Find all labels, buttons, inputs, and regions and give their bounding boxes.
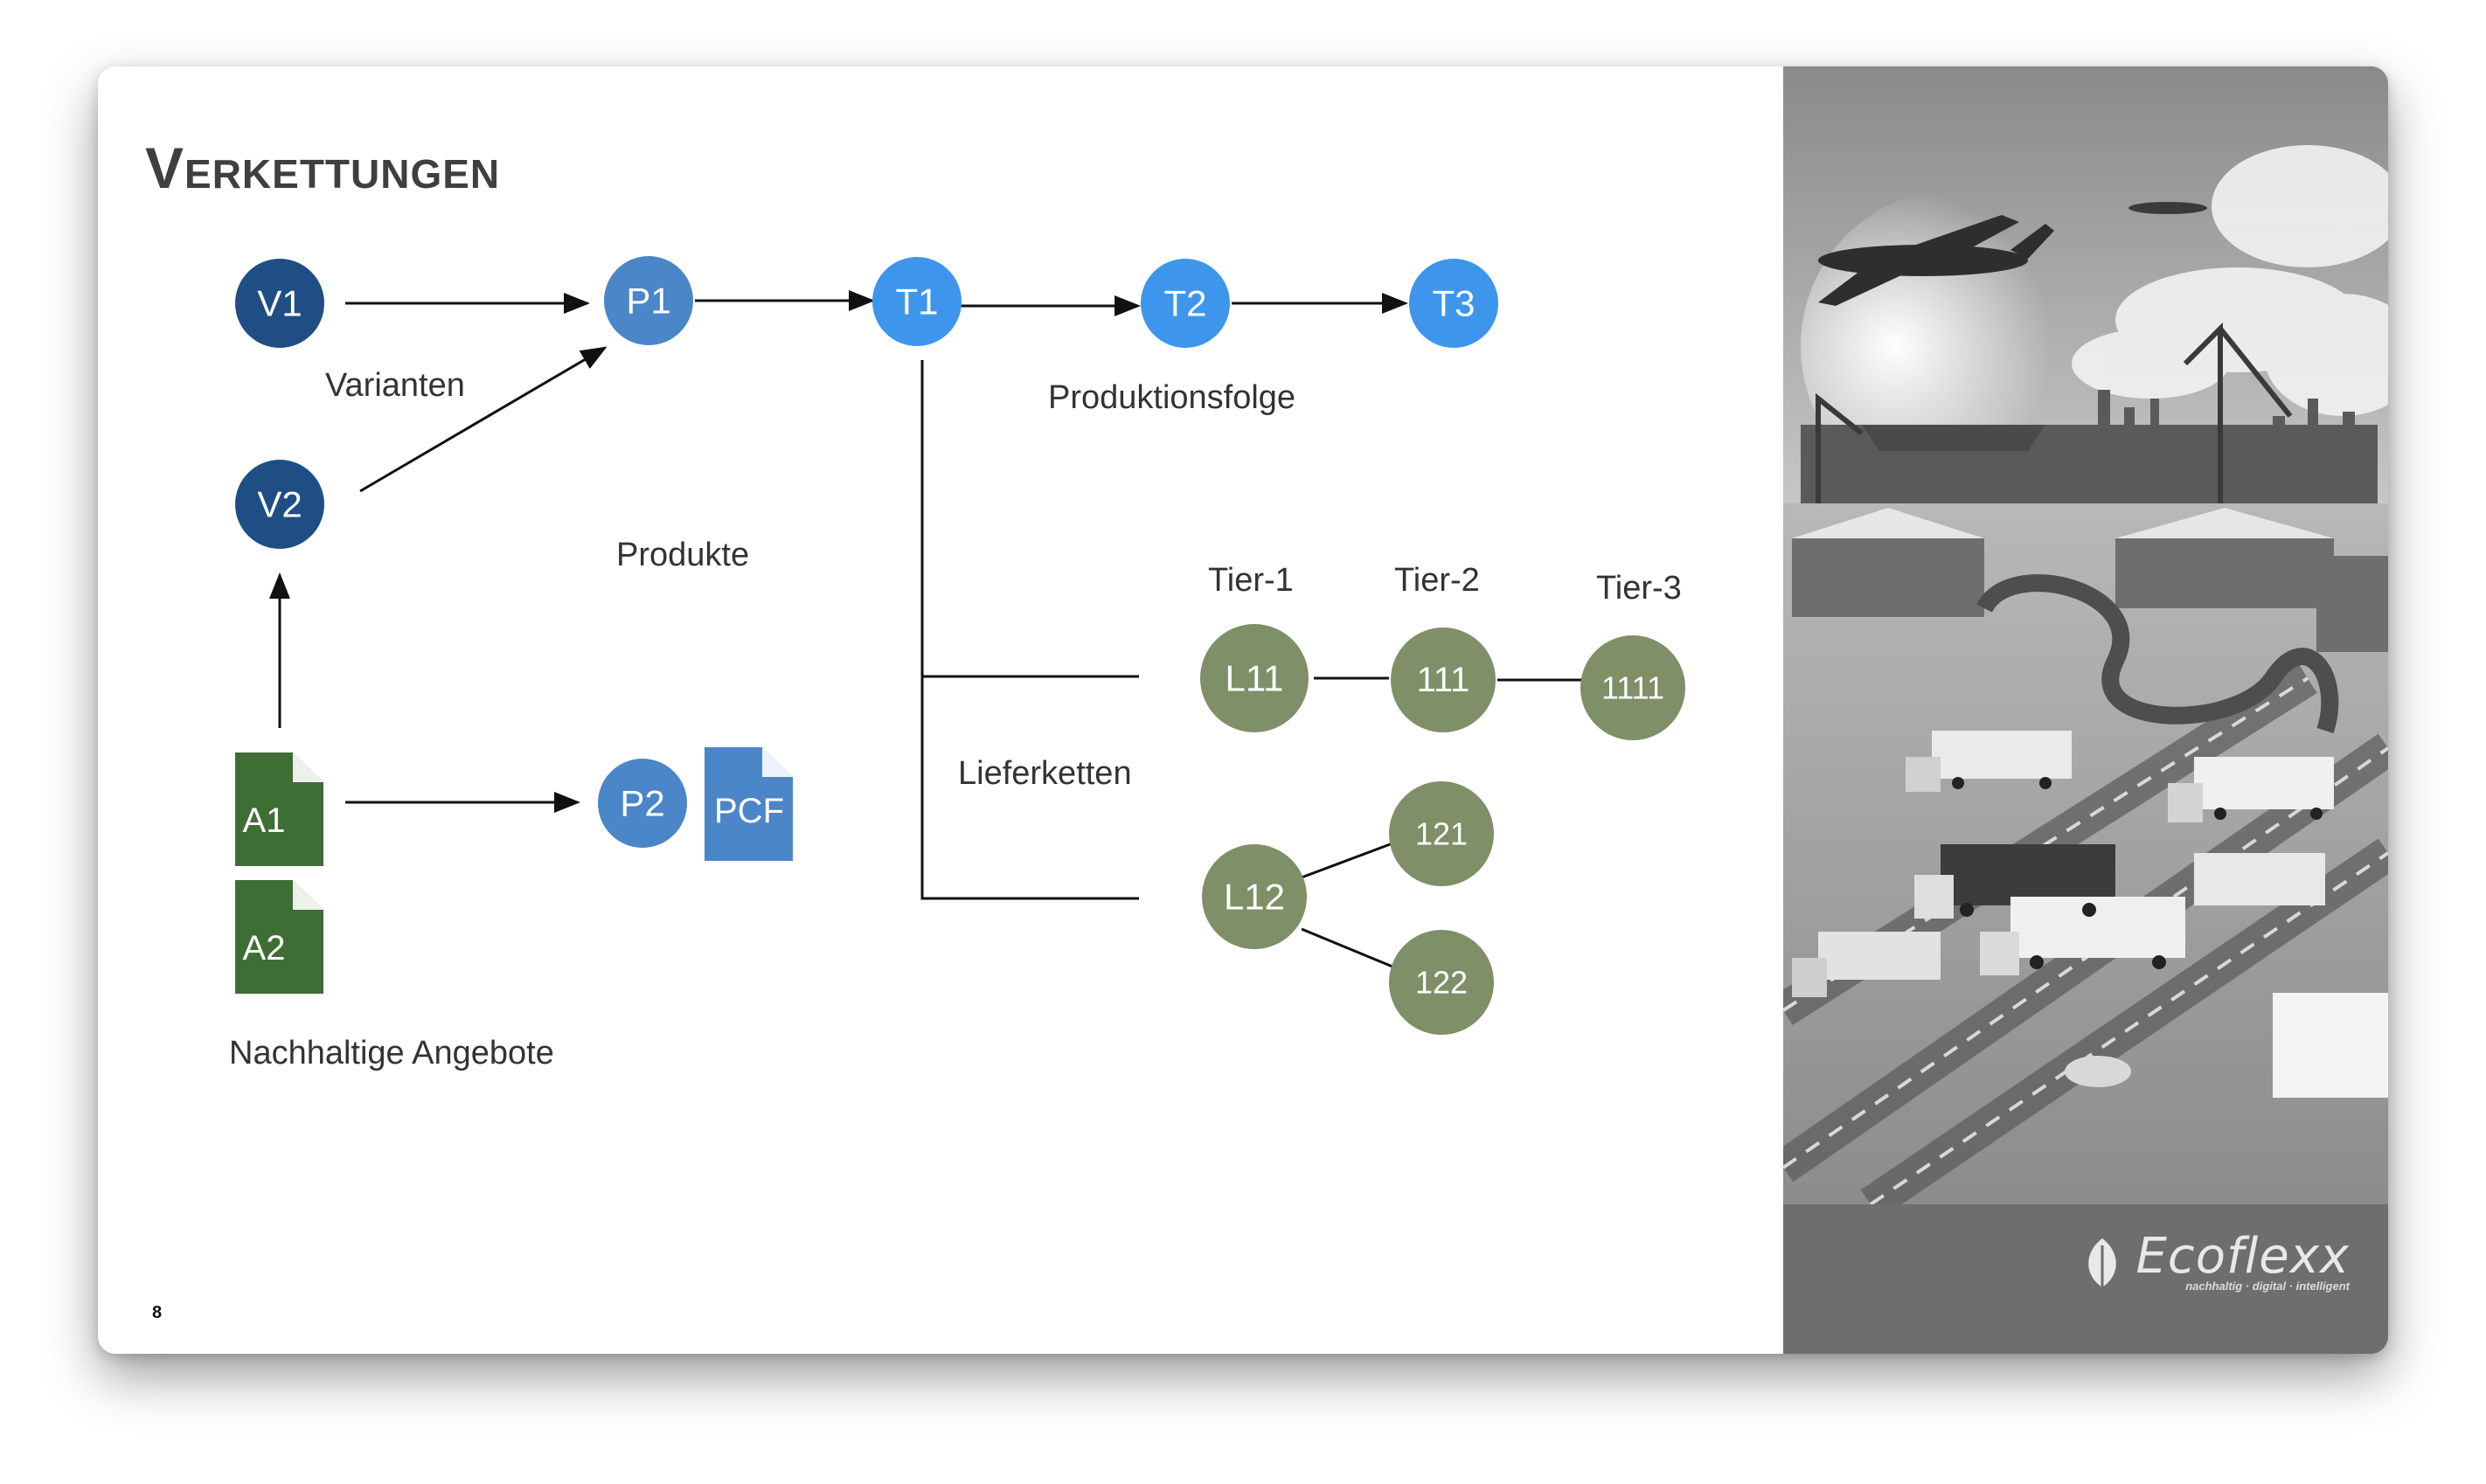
node-t3[interactable]: T3 — [1409, 259, 1498, 348]
chaining-diagram: V1 V2 P1 P2 T1 T2 T3 — [229, 256, 1685, 1071]
brand-tagline: nachhaltig · digital · intelligent — [2185, 1279, 2350, 1293]
arrow-connectors — [269, 290, 1408, 813]
document-a2-label: A2 — [243, 929, 286, 967]
logistics-scene-image — [1783, 66, 2388, 1354]
document-a2-icon[interactable]: A2 — [235, 880, 323, 994]
logistics-illustration: Ecoflexx nachhaltig · digital · intellig… — [1783, 66, 2388, 1354]
document-a1-icon[interactable]: A1 — [235, 752, 323, 866]
node-v1[interactable]: V1 — [235, 259, 324, 348]
brand-logo: Ecoflexx nachhaltig · digital · intellig… — [2087, 1228, 2350, 1298]
node-t3-label: T3 — [1432, 283, 1475, 324]
node-v2[interactable]: V2 — [235, 460, 324, 549]
node-122[interactable]: 122 — [1389, 930, 1494, 1035]
label-produkte: Produkte — [616, 537, 749, 573]
brand-name: Ecoflexx — [2135, 1228, 2350, 1285]
node-p1[interactable]: P1 — [604, 256, 693, 345]
slide: Verkettungen V1 — [98, 66, 2388, 1354]
label-lieferketten: Lieferketten — [958, 755, 1132, 792]
page-number: 8 — [152, 1303, 163, 1322]
node-l11-label: L11 — [1226, 658, 1284, 699]
document-pcf-label: PCF — [714, 792, 784, 830]
label-tier-3: Tier-3 — [1596, 570, 1682, 607]
node-t1-label: T1 — [895, 281, 938, 322]
node-t1[interactable]: T1 — [872, 257, 962, 346]
supply-chain-lines — [920, 360, 1587, 968]
slide-title: Verkettungen — [145, 135, 501, 200]
node-111-label: 111 — [1417, 661, 1470, 699]
node-121[interactable]: 121 — [1389, 781, 1494, 886]
bracket-t1-l12 — [920, 676, 1139, 900]
node-t2-label: T2 — [1163, 283, 1206, 324]
node-p1-label: P1 — [626, 281, 670, 322]
node-111[interactable]: 111 — [1391, 628, 1496, 732]
node-1111-label: 1111 — [1601, 670, 1664, 706]
node-p2[interactable]: P2 — [598, 759, 687, 848]
node-1111[interactable]: 1111 — [1580, 635, 1685, 740]
node-p2-label: P2 — [620, 783, 664, 824]
label-tier-1: Tier-1 — [1208, 562, 1294, 599]
node-v2-label: V2 — [257, 484, 302, 525]
node-v1-label: V1 — [257, 283, 302, 324]
label-tier-2: Tier-2 — [1394, 562, 1480, 599]
node-l12[interactable]: L12 — [1202, 844, 1307, 949]
arrow-v2-p1 — [359, 346, 608, 493]
node-l11[interactable]: L11 — [1200, 624, 1309, 732]
node-121-label: 121 — [1415, 816, 1468, 852]
node-122-label: 122 — [1415, 965, 1468, 1001]
label-varianten: Varianten — [325, 367, 465, 404]
label-nachhaltige-angebote: Nachhaltige Angebote — [229, 1035, 554, 1071]
label-produktionsfolge: Produktionsfolge — [1048, 379, 1295, 416]
document-pcf-icon[interactable]: PCF — [705, 747, 793, 861]
node-l12-label: L12 — [1224, 877, 1285, 918]
link-l12-122 — [1301, 927, 1393, 968]
link-l12-121 — [1301, 842, 1393, 879]
document-a1-label: A1 — [243, 801, 286, 840]
leaf-icon — [2087, 1238, 2116, 1298]
node-t2[interactable]: T2 — [1141, 259, 1230, 348]
